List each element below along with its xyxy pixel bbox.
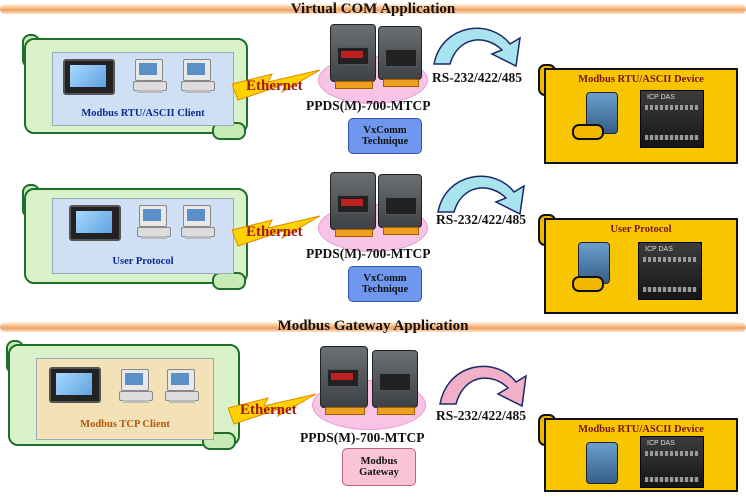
target-scroll-roll-bottom <box>572 124 604 140</box>
desktop-pc-icon <box>133 59 167 93</box>
section-banner-modbus-gateway <box>0 322 746 332</box>
client-panel: Modbus TCP Client <box>36 358 214 440</box>
device-model-label: PPDS(M)-700-MTCP <box>306 98 431 113</box>
ppds-module-icon <box>372 350 418 415</box>
technique-line: Modbus <box>360 456 398 467</box>
client-label: User Protocol <box>112 256 174 267</box>
desktop-pc-icon <box>119 369 153 403</box>
technique-box: VxComm Technique <box>348 118 422 154</box>
technique-line: Technique <box>361 284 409 295</box>
technique-line: Technique <box>361 136 409 147</box>
client-label: Modbus RTU/ASCII Client <box>81 108 205 119</box>
ppds-module-icon <box>330 172 376 237</box>
desktop-pc-icon <box>181 205 215 239</box>
serial-interface-label: RS-232/422/485 <box>436 408 527 423</box>
section-banner-virtual-com <box>0 4 746 14</box>
section-title-modbus-gateway: Modbus Gateway Application <box>277 318 469 334</box>
client-panel: User Protocol <box>52 198 234 274</box>
ethernet-label: Ethernet <box>240 402 297 418</box>
target-device-label: User Protocol <box>610 224 672 235</box>
lightning-bolt-icon <box>232 215 321 247</box>
io-module-icon <box>586 442 618 484</box>
target-scroll-roll-bottom <box>572 276 604 292</box>
hmi-touchscreen-icon <box>63 59 115 95</box>
hmi-touchscreen-icon <box>49 367 101 403</box>
ppds-module-icon <box>378 174 422 235</box>
target-device-panel: Modbus RTU/ASCII Device ICP DAS <box>544 418 738 492</box>
target-device-panel: Modbus RTU/ASCII Device ICP DAS <box>544 68 738 164</box>
ppds-module-icon <box>320 346 368 415</box>
serial-interface-label: RS-232/422/485 <box>436 212 527 227</box>
plc-module-icon: ICP DAS <box>638 242 702 300</box>
ethernet-label: Ethernet <box>246 224 303 240</box>
device-model-label: PPDS(M)-700-MTCP <box>306 246 431 261</box>
technique-line: VxComm <box>363 125 407 136</box>
client-panel: Modbus RTU/ASCII Client <box>52 52 234 126</box>
plc-module-icon: ICP DAS <box>640 90 704 148</box>
target-device-label: Modbus RTU/ASCII Device <box>578 74 704 85</box>
technique-line: Gateway <box>359 467 399 478</box>
client-label: Modbus TCP Client <box>80 419 170 430</box>
serial-interface-label: RS-232/422/485 <box>432 70 523 85</box>
client-scroll-roll-bottom <box>212 272 246 290</box>
desktop-pc-icon <box>137 205 171 239</box>
desktop-pc-icon <box>181 59 215 93</box>
lightning-bolt-icon <box>232 69 321 101</box>
desktop-pc-icon <box>165 369 199 403</box>
technique-line: VxComm <box>363 273 407 284</box>
technique-box: Modbus Gateway <box>342 448 416 486</box>
ethernet-label: Ethernet <box>246 78 303 94</box>
technique-box: VxComm Technique <box>348 266 422 302</box>
plc-module-icon: ICP DAS <box>640 436 704 488</box>
curved-arrow-icon <box>433 27 521 68</box>
curved-arrow-icon <box>439 365 527 408</box>
curved-arrow-icon <box>437 175 525 216</box>
hmi-touchscreen-icon <box>69 205 121 241</box>
ppds-module-icon <box>378 26 422 87</box>
lightning-bolt-icon <box>228 393 317 425</box>
device-model-label: PPDS(M)-700-MTCP <box>300 430 425 445</box>
section-title-virtual-com: Virtual COM Application <box>290 1 456 17</box>
target-device-label: Modbus RTU/ASCII Device <box>578 424 704 435</box>
target-device-panel: User Protocol ICP DAS <box>544 218 738 314</box>
ppds-module-icon <box>330 24 376 89</box>
